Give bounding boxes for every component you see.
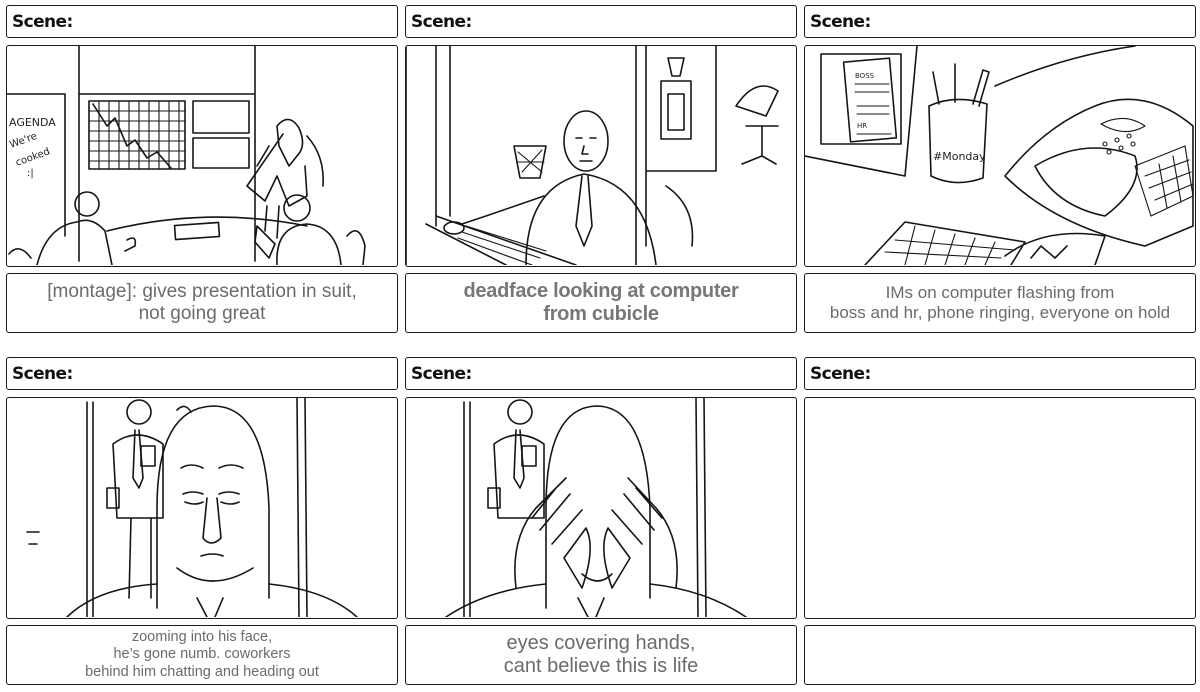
caption-3[interactable]: IMs on computer flashing from boss and h… <box>804 273 1196 333</box>
caption-6[interactable] <box>804 625 1196 685</box>
scene-header-2: Scene: <box>405 5 797 38</box>
sketch-hands-on-face <box>445 398 747 617</box>
scene-label: Scene: <box>12 12 73 32</box>
scene-header-5: Scene: <box>405 357 797 390</box>
caption-5[interactable]: eyes covering hands, cant believe this i… <box>405 625 797 685</box>
scene-label: Scene: <box>411 12 472 32</box>
sketch-text-agenda: AGENDA <box>9 116 56 129</box>
caption-2[interactable]: deadface looking at computer from cubicl… <box>405 273 797 333</box>
scene-label: Scene: <box>810 364 871 384</box>
sketch-panel-5[interactable] <box>405 397 797 619</box>
sketch-face-closeup <box>26 398 358 617</box>
sketch-panel-4[interactable] <box>6 397 398 619</box>
caption-1[interactable]: [montage]: gives presentation in suit, n… <box>6 273 398 333</box>
sketch-panel-1[interactable]: AGENDA We're cooked :| <box>6 45 398 267</box>
sketch-presentation: AGENDA We're cooked :| <box>7 46 366 265</box>
scene-header-3: Scene: <box>804 5 1196 38</box>
scene-label: Scene: <box>411 364 472 384</box>
sketch-panel-2[interactable] <box>405 45 797 267</box>
sketch-panel-3[interactable]: BOSS HR #Monday <box>804 45 1196 267</box>
scene-label: Scene: <box>12 364 73 384</box>
scene-header-1: Scene: <box>6 5 398 38</box>
caption-4[interactable]: zooming into his face, he’s gone numb. c… <box>6 625 398 685</box>
sketch-text-were: We're <box>8 131 38 151</box>
sketch-text-face: :| <box>27 168 34 179</box>
sketch-panel-6-empty[interactable] <box>804 397 1196 619</box>
scene-header-6: Scene: <box>804 357 1196 390</box>
sketch-cubicle <box>406 46 779 265</box>
scene-label: Scene: <box>810 12 871 32</box>
scene-header-4: Scene: <box>6 357 398 390</box>
sketch-text-cooked: cooked <box>14 146 51 169</box>
sketch-text-hr: HR <box>857 122 867 130</box>
sketch-text-monday: #Monday <box>933 150 986 163</box>
sketch-desk-phone: BOSS HR #Monday <box>805 46 1194 265</box>
sketch-text-boss: BOSS <box>855 72 875 80</box>
